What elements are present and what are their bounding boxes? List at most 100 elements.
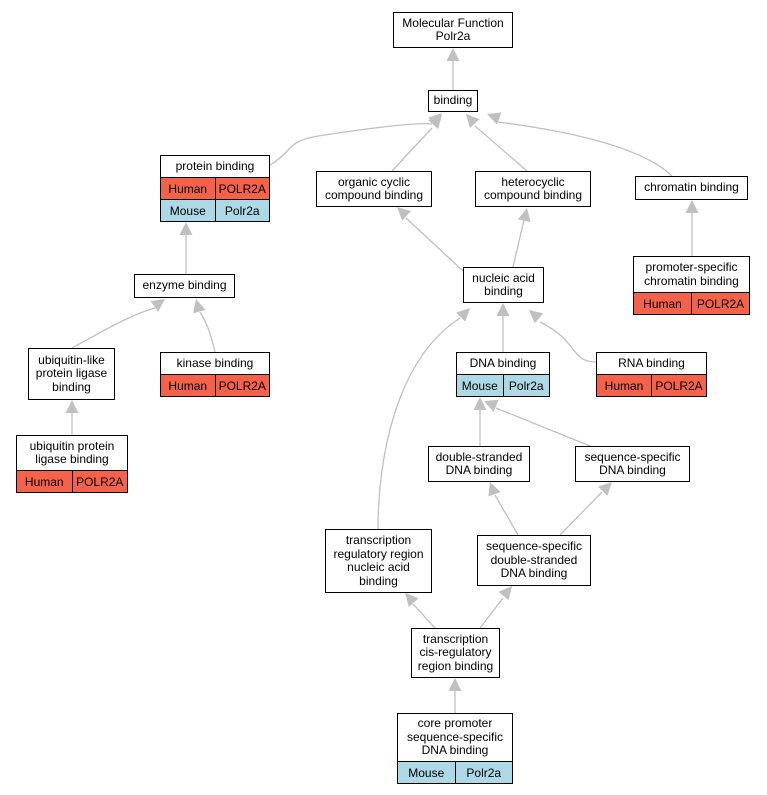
edge-arrowhead: [446, 48, 460, 61]
annotation-row-human: Human POLR2A: [597, 374, 706, 396]
node-label: transcription cis-regulatory region bind…: [417, 631, 494, 673]
edge-arrowhead: [598, 482, 612, 496]
node-rna-binding[interactable]: RNA binding Human POLR2A: [596, 352, 707, 397]
species-cell: Mouse: [457, 375, 503, 396]
edge-line: [474, 125, 528, 172]
annotation-row-human: Human POLR2A: [161, 374, 269, 396]
node-chromatin-binding[interactable]: chromatin binding: [635, 176, 748, 200]
node-label: ubiquitin-like protein ligase binding: [35, 352, 108, 394]
gene-cell: POLR2A: [71, 471, 127, 492]
node-sequence-specific-double-stranded-dna-binding[interactable]: sequence-specific double-stranded DNA bi…: [477, 535, 591, 586]
annotation-row-mouse: Mouse Polr2a: [398, 761, 512, 783]
annotation-row-human: Human POLR2A: [161, 177, 269, 199]
node-promoter-specific-chromatin-binding[interactable]: promoter-specific chromatin binding Huma…: [633, 256, 750, 315]
annotation-row-human: Human POLR2A: [634, 292, 749, 314]
node-ubiquitin-protein-ligase-binding[interactable]: ubiquitin protein ligase binding Human P…: [16, 435, 128, 493]
node-label: kinase binding: [176, 355, 254, 370]
node-label: promoter-specific chromatin binding: [644, 260, 739, 288]
node-binding[interactable]: binding: [428, 90, 478, 112]
edge-arrowhead: [517, 208, 531, 223]
gene-cell: POLR2A: [214, 178, 269, 199]
node-protein-binding[interactable]: protein binding Human POLR2A Mouse Polr2…: [160, 155, 270, 222]
gene-cell: POLR2A: [691, 293, 749, 314]
edge-arrowhead: [405, 593, 419, 608]
edge-arrowhead: [473, 397, 487, 410]
edge-line: [539, 321, 597, 363]
edge-arrowhead: [150, 299, 165, 312]
node-double-stranded-dna-binding[interactable]: double-stranded DNA binding: [428, 446, 530, 482]
node-label: binding: [433, 93, 473, 108]
edge-line: [199, 311, 216, 353]
edge-arrowhead: [179, 222, 193, 235]
edge-line: [377, 317, 461, 530]
edge-arrowhead: [428, 115, 442, 130]
annotation-row-mouse: Mouse Polr2a: [161, 199, 269, 221]
node-ubiquitin-like-protein-ligase-binding[interactable]: ubiquitin-like protein ligase binding: [28, 348, 115, 400]
edge-arrowhead: [498, 586, 512, 601]
node-label: ubiquitin protein ligase binding: [29, 438, 115, 466]
node-label: heterocyclic compound binding: [483, 174, 583, 202]
node-nucleic-acid-binding[interactable]: nucleic acid binding: [463, 267, 544, 303]
edge-line: [497, 121, 673, 177]
node-core-promoter-sequence-specific-dna-binding[interactable]: core promoter sequence-specific DNA bind…: [397, 713, 513, 784]
edge-line: [494, 494, 519, 536]
node-label: transcription regulatory region nucleic …: [333, 533, 424, 588]
node-label: sequence-specific DNA binding: [584, 449, 681, 477]
species-cell: Human: [161, 375, 215, 396]
node-label: Molecular Function Polr2a: [402, 15, 504, 43]
edge-line: [559, 491, 603, 536]
edge-line: [269, 122, 433, 166]
edge-arrowhead: [487, 112, 502, 125]
node-label: DNA binding: [469, 355, 537, 370]
edge-line: [71, 307, 156, 349]
species-cell: Human: [634, 293, 691, 314]
gene-cell: Polr2a: [454, 762, 512, 783]
node-enzyme-binding[interactable]: enzyme binding: [134, 274, 235, 298]
node-label: enzyme binding: [142, 278, 227, 293]
node-sequence-specific-dna-binding[interactable]: sequence-specific DNA binding: [575, 446, 690, 482]
gene-cell: POLR2A: [651, 375, 706, 396]
node-molecular-function[interactable]: Molecular Function Polr2a: [393, 12, 513, 48]
edge-arrowhead: [466, 114, 480, 129]
edge-line: [412, 603, 436, 629]
node-transcription-cis-regulatory-region-binding[interactable]: transcription cis-regulatory region bind…: [411, 628, 500, 678]
node-kinase-binding[interactable]: kinase binding Human POLR2A: [160, 352, 270, 397]
species-cell: Mouse: [161, 200, 215, 221]
edge-line: [391, 127, 433, 172]
edge-arrowhead: [484, 399, 499, 412]
gene-cell: Polr2a: [502, 375, 549, 396]
species-cell: Human: [597, 375, 651, 396]
node-label: chromatin binding: [644, 180, 739, 195]
edge-line: [512, 219, 525, 268]
edge-arrowhead: [448, 678, 462, 691]
species-cell: Human: [161, 178, 215, 199]
edge-arrowhead: [496, 303, 510, 316]
node-label: core promoter sequence-specific DNA bind…: [406, 716, 504, 758]
species-cell: Human: [17, 471, 72, 492]
node-label: nucleic acid binding: [472, 270, 535, 298]
node-dna-binding[interactable]: DNA binding Mouse Polr2a: [456, 352, 550, 397]
node-label: protein binding: [175, 158, 255, 173]
edge-arrowhead: [65, 400, 79, 413]
node-label: organic cyclic compound binding: [324, 174, 424, 202]
annotation-row-mouse: Mouse Polr2a: [457, 374, 549, 396]
annotation-row-human: Human POLR2A: [17, 470, 127, 492]
node-label: RNA binding: [618, 355, 685, 370]
node-heterocyclic-compound-binding[interactable]: heterocyclic compound binding: [475, 171, 591, 207]
edge-arrowhead: [193, 299, 206, 314]
edge-arrowhead: [397, 207, 411, 221]
edge-arrowhead: [685, 200, 699, 213]
edge-arrowhead: [456, 308, 470, 322]
node-organic-cyclic-compound-binding[interactable]: organic cyclic compound binding: [316, 171, 432, 207]
species-cell: Mouse: [398, 762, 455, 783]
node-label: double-stranded DNA binding: [435, 449, 523, 477]
gene-cell: POLR2A: [214, 375, 269, 396]
edge-line: [495, 407, 591, 447]
node-label: sequence-specific double-stranded DNA bi…: [485, 539, 583, 581]
edge-arrowhead: [529, 310, 544, 324]
edge-line: [479, 597, 504, 629]
edge-line: [405, 217, 464, 272]
edge-arrowhead: [488, 482, 501, 497]
node-transcription-regulatory-region-nucleic-acid-binding[interactable]: transcription regulatory region nucleic …: [325, 529, 432, 593]
